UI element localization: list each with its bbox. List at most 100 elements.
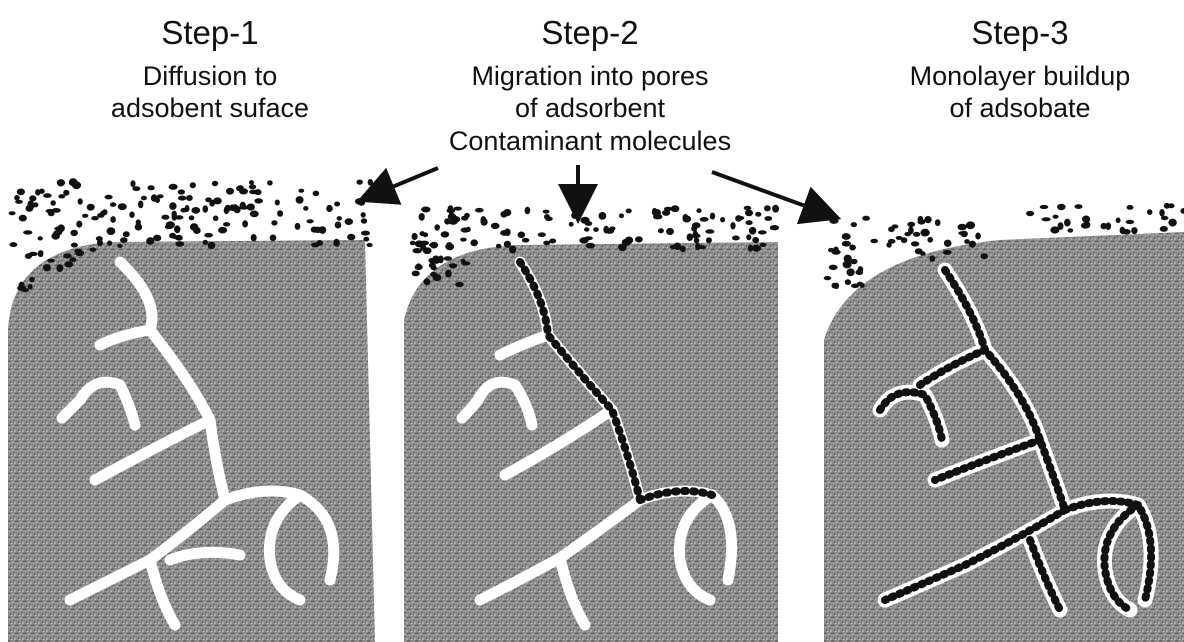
- molecule-dot: [212, 181, 218, 186]
- molecule-dot: [444, 256, 453, 261]
- molecule-dot: [63, 253, 72, 258]
- molecule-dot: [1160, 226, 1168, 232]
- step-1-description-line-2: adsobent suface: [0, 92, 420, 124]
- molecule-dot: [833, 283, 839, 289]
- step-3-description-line-2: of adsobate: [810, 92, 1184, 124]
- molecule-dot: [191, 207, 200, 214]
- molecule-dot: [254, 198, 263, 203]
- molecule-dot: [178, 189, 185, 194]
- molecule-dot: [603, 226, 609, 234]
- molecule-dot: [423, 232, 429, 237]
- molecule-dot: [249, 190, 257, 195]
- molecule-dot: [1040, 205, 1049, 209]
- molecule-dot: [43, 193, 52, 198]
- molecule-dot: [1131, 227, 1137, 234]
- molecule-dot: [658, 228, 664, 233]
- molecule-dot: [584, 227, 589, 231]
- molecule-dot: [481, 216, 487, 223]
- molecule-dot: [829, 265, 838, 270]
- molecule-dot: [29, 195, 36, 201]
- molecule-dot: [251, 234, 257, 241]
- molecule-dot: [208, 242, 216, 249]
- molecule-dot: [706, 237, 712, 243]
- molecule-dot: [1026, 211, 1034, 216]
- molecule-dot: [461, 259, 466, 263]
- molecule-dot: [981, 253, 988, 259]
- molecule-dot: [337, 216, 342, 221]
- molecule-dot: [829, 218, 838, 224]
- adsorbent-block-3: [824, 232, 1184, 642]
- molecule-dot: [901, 237, 907, 243]
- molecule-dot: [720, 217, 725, 222]
- molecule-dot: [38, 236, 43, 240]
- molecule-dot: [749, 227, 756, 235]
- molecule-dot: [924, 216, 931, 223]
- molecule-dot: [1075, 204, 1083, 209]
- molecule-dot: [496, 244, 501, 249]
- molecule-dot: [755, 212, 761, 217]
- molecule-dot: [64, 261, 73, 267]
- molecule-dot: [250, 211, 259, 218]
- molecule-dot: [153, 235, 161, 242]
- molecule-dot: [429, 243, 438, 248]
- molecule-dot: [710, 213, 715, 220]
- molecule-dot: [148, 185, 155, 190]
- molecule-dot: [745, 210, 753, 217]
- molecule-dot: [695, 243, 700, 250]
- molecule-dot: [223, 222, 230, 226]
- molecule-dot: [313, 191, 320, 197]
- molecule-dot: [107, 241, 112, 246]
- molecule-dot: [927, 237, 933, 243]
- molecule-dot: [218, 227, 227, 234]
- label-arrows: [368, 165, 830, 215]
- molecule-dot: [29, 277, 35, 282]
- molecule-dot: [732, 236, 740, 241]
- arrow-to-block-3: [712, 172, 830, 215]
- molecule-dot: [161, 215, 169, 220]
- molecule-dot: [295, 223, 301, 230]
- molecule-dot: [361, 212, 366, 218]
- molecule-dot: [363, 237, 369, 242]
- molecule-dot: [213, 216, 219, 222]
- molecule-dot: [671, 205, 680, 212]
- molecule-dot: [1122, 229, 1131, 235]
- molecule-dot: [522, 238, 530, 243]
- molecule-dot: [449, 263, 457, 268]
- molecule-dot: [271, 220, 277, 225]
- molecule-dot: [224, 206, 229, 214]
- molecule-dot: [907, 222, 915, 227]
- molecule-dot: [915, 248, 923, 254]
- molecule-dot: [413, 248, 422, 253]
- molecule-dot: [423, 247, 432, 254]
- molecule-dot: [298, 189, 304, 193]
- step-1-description-line-1: Diffusion to: [0, 60, 420, 92]
- molecule-dot: [858, 266, 864, 273]
- molecule-dot: [625, 237, 633, 244]
- molecule-dot: [47, 259, 55, 263]
- molecule-dot: [303, 206, 308, 211]
- molecule-dot: [845, 279, 851, 285]
- molecule-dot: [424, 278, 431, 285]
- molecule-dot: [46, 209, 54, 213]
- molecule-dot: [913, 232, 920, 237]
- molecule-dot: [419, 213, 425, 221]
- step-2-description-line-1: Migration into pores: [380, 60, 800, 92]
- molecule-dot: [180, 208, 187, 213]
- molecule-dot: [888, 239, 896, 244]
- molecule-dot: [205, 197, 212, 202]
- molecule-dot: [692, 234, 700, 238]
- molecule-dot: [694, 238, 700, 244]
- molecule-dot: [445, 243, 454, 250]
- molecule-dot: [213, 197, 222, 204]
- molecule-dot: [652, 209, 661, 216]
- molecule-dot: [504, 241, 511, 248]
- molecule-dot: [760, 243, 767, 247]
- molecule-dot: [120, 237, 128, 243]
- molecule-dot: [190, 182, 196, 188]
- molecule-dot: [599, 212, 607, 220]
- molecule-dot: [27, 201, 34, 209]
- molecule-dot: [911, 241, 919, 246]
- molecule-dot: [434, 224, 440, 230]
- molecule-dot: [17, 189, 25, 196]
- molecule-dot: [1159, 209, 1164, 217]
